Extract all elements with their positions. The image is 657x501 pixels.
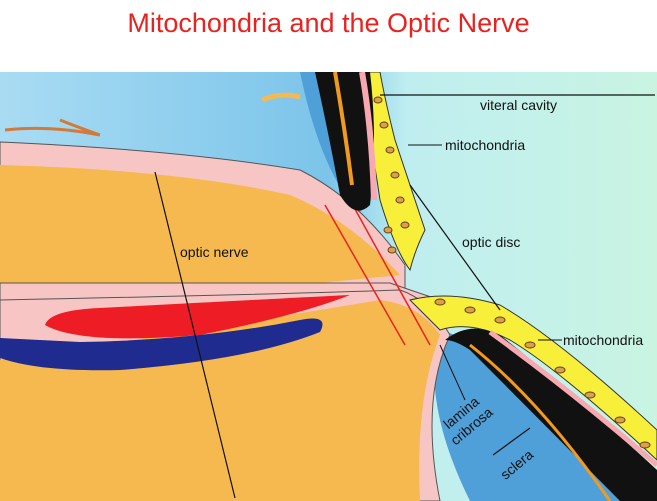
page-title: Mitochondria and the Optic Nerve (127, 8, 530, 38)
lamina-line-1 (324, 204, 406, 346)
mitochondria-cells (373, 96, 651, 449)
lamina-line-2 (349, 199, 431, 346)
small-vessel-icon (4, 118, 101, 137)
label-optic-nerve: optic nerve (180, 244, 249, 260)
optic-nerve-arrow (154, 171, 236, 499)
upper-nerve (0, 165, 400, 290)
label-optic-disc: optic disc (462, 234, 520, 250)
vein (0, 318, 323, 371)
optic-nerve-diagram: viteral cavity mitochondria optic disc o… (0, 72, 657, 501)
label-mitochondria-upper: mitochondria (445, 137, 525, 153)
optic-disc-arrow (409, 184, 501, 311)
artery (45, 295, 350, 339)
small-vessel-icon-2 (260, 92, 301, 103)
upper-retina-orange (333, 72, 354, 186)
label-vitreal-cavity: viteral cavity (480, 97, 557, 113)
upper-retina-pink (359, 72, 377, 201)
sclera-arrow (492, 427, 531, 456)
lower-retina-black (445, 328, 657, 501)
lower-retina-pink (488, 329, 657, 467)
lower-retina-orange (469, 343, 612, 501)
lamina-leader (439, 344, 466, 401)
label-mitochondria-lower: mitochondria (563, 332, 643, 348)
